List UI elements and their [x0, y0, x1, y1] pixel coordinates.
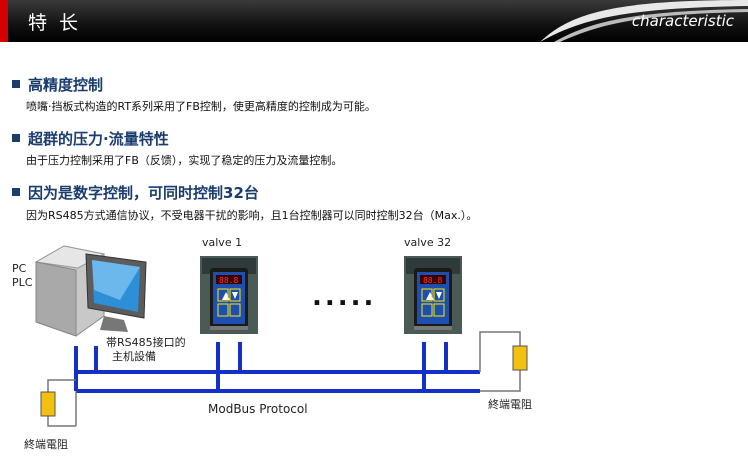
valve-1-label: valve 1	[202, 236, 243, 249]
monitor-icon	[85, 253, 147, 332]
right-terminator-label: 終端電阻	[488, 398, 532, 411]
bullet-square-icon	[12, 134, 20, 142]
host-label-line1: 帯RS485接口的	[106, 336, 186, 349]
svg-text:88.8: 88.8	[423, 276, 442, 285]
protocol-label: ModBus Protocol	[208, 402, 308, 416]
section-heading-1: 高精度控制	[12, 74, 103, 95]
host-label-line2: 主机設備	[112, 350, 156, 363]
left-terminator-resistor-icon	[40, 391, 56, 417]
page-title: 特 长	[28, 12, 82, 34]
section-heading-text: 高精度控制	[28, 76, 104, 94]
right-terminator-wires	[479, 331, 521, 392]
left-terminator-label: 終端電阻	[24, 438, 68, 451]
bullet-square-icon	[12, 188, 20, 196]
header-accent	[0, 0, 8, 42]
ellipsis-dots: .....	[312, 282, 377, 312]
valve-32-image: 88.8	[404, 256, 462, 334]
svg-text:88.8: 88.8	[219, 276, 238, 285]
header-swoosh	[540, 0, 748, 42]
bus-lines	[74, 342, 480, 393]
bullet-square-icon	[12, 80, 20, 88]
plc-label: PLC	[12, 276, 33, 289]
valve-32-label: valve 32	[404, 236, 452, 249]
section-heading-2: 超群的压力·流量特性	[12, 128, 169, 149]
section-heading-text: 因为是数字控制，可同时控制32台	[28, 184, 259, 202]
header-bar: 特 长 characteristic	[0, 0, 748, 42]
section-heading-text: 超群的压力·流量特性	[28, 130, 169, 148]
left-terminator-wires	[47, 379, 77, 427]
pc-label: PC	[12, 262, 27, 275]
valve-1-image: 88.8	[200, 256, 258, 334]
section-body-3: 因为RS485方式通信协议，不受电器干扰的影响，且1台控制器可以同时控制32台（…	[26, 209, 478, 222]
section-body-2: 由于压力控制采用了FB（反馈），实现了稳定的压力及流量控制。	[26, 154, 343, 167]
right-terminator-resistor-icon	[512, 345, 528, 371]
section-heading-3: 因为是数字控制，可同时控制32台	[12, 182, 259, 203]
page-subtitle: characteristic	[631, 12, 734, 30]
section-body-1: 喷嘴·挡板式构造的RT系列采用了FB控制，使更高精度的控制成为可能。	[26, 100, 376, 113]
